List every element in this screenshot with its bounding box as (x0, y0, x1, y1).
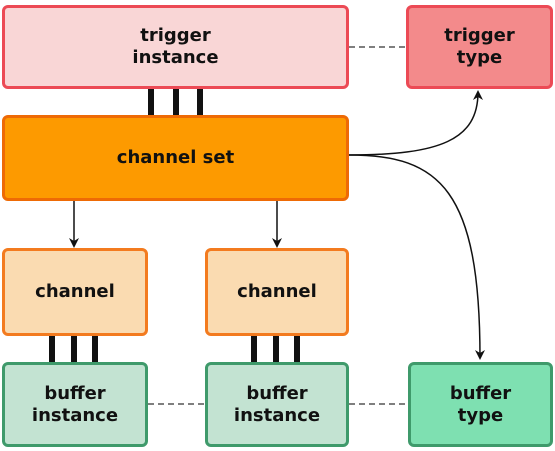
trigger-type-box: trigger type (406, 5, 553, 89)
buffer-instance-1-label: buffer instance (31, 382, 119, 426)
channel-box-1: channel (2, 248, 148, 336)
buffer-instance-2-label: buffer instance (233, 382, 321, 426)
trigger-instance-label: trigger instance (132, 25, 219, 68)
arrow-channel-set-to-buffer-type (348, 154, 485, 360)
arrow-channel-set-to-trigger-type (348, 90, 483, 156)
buffer-instance-box-2: buffer instance (205, 362, 349, 447)
channel-box-2: channel (205, 248, 349, 336)
multi-link-channel-1-to-buffer-1 (49, 336, 98, 362)
channel-set-label: channel set (116, 147, 235, 168)
multi-link-trigger-to-channel-set (148, 89, 203, 115)
multi-link-channel-2-to-buffer-2 (251, 336, 300, 362)
channel-2-label: channel (237, 281, 317, 302)
trigger-type-label: trigger type (444, 25, 515, 68)
channel-set-box: channel set (2, 115, 349, 201)
buffer-type-box: buffer type (408, 362, 553, 447)
channel-1-label: channel (35, 281, 115, 302)
trigger-instance-box: trigger instance (2, 5, 349, 89)
buffer-instance-box-1: buffer instance (2, 362, 148, 447)
buffer-type-label: buffer type (449, 382, 512, 426)
